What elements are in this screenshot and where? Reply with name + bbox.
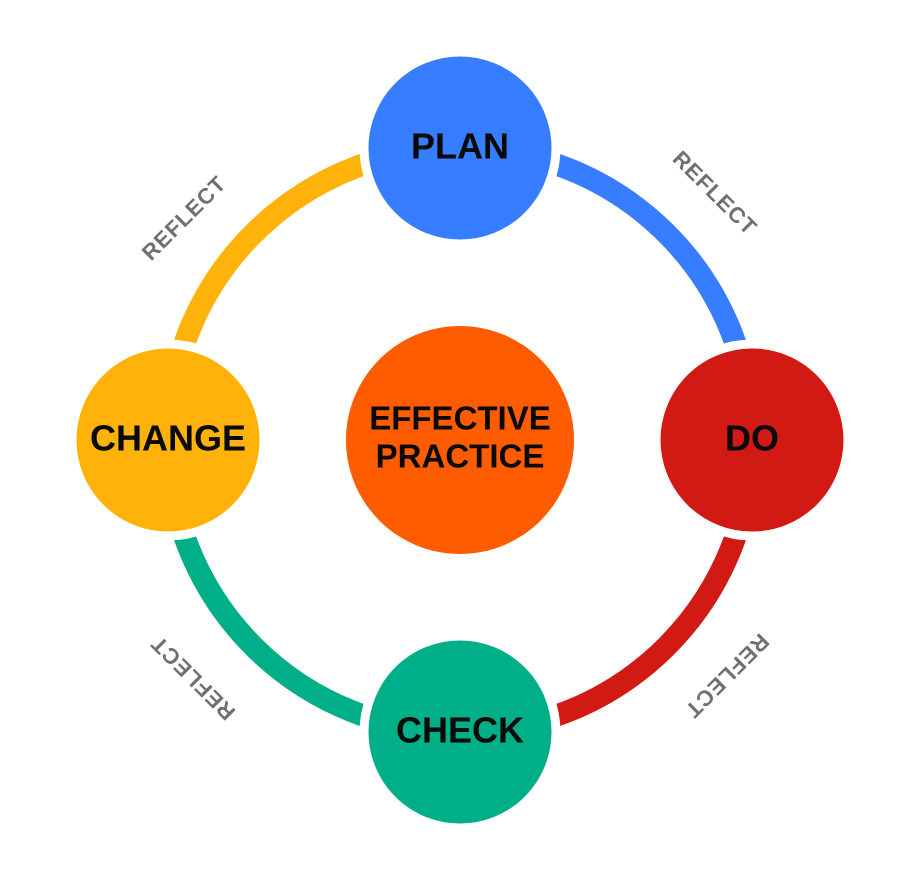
reflect-label-check-change: REFLECT — [146, 631, 240, 725]
do-circle — [651, 339, 853, 541]
center-label-line2: PRACTICE — [376, 438, 545, 475]
center-node: EFFECTIVE PRACTICE — [346, 326, 574, 554]
check-circle — [359, 631, 561, 833]
node-change: CHANGE — [67, 339, 269, 541]
center-circle — [346, 326, 574, 554]
change-circle — [67, 339, 269, 541]
node-plan: PLAN — [359, 47, 561, 249]
check-label: CHECK — [396, 710, 524, 751]
plan-circle — [359, 47, 561, 249]
reflect-label-change-plan: REFLECT — [137, 171, 231, 265]
plan-label: PLAN — [411, 126, 509, 167]
center-label-line1: EFFECTIVE — [369, 400, 551, 437]
node-do: DO — [651, 339, 853, 541]
node-check: CHECK — [359, 631, 561, 833]
do-label: DO — [725, 418, 779, 459]
change-label: CHANGE — [90, 418, 246, 459]
reflect-label-plan-do: REFLECT — [668, 146, 762, 240]
reflect-label-do-check: REFLECT — [680, 629, 774, 723]
